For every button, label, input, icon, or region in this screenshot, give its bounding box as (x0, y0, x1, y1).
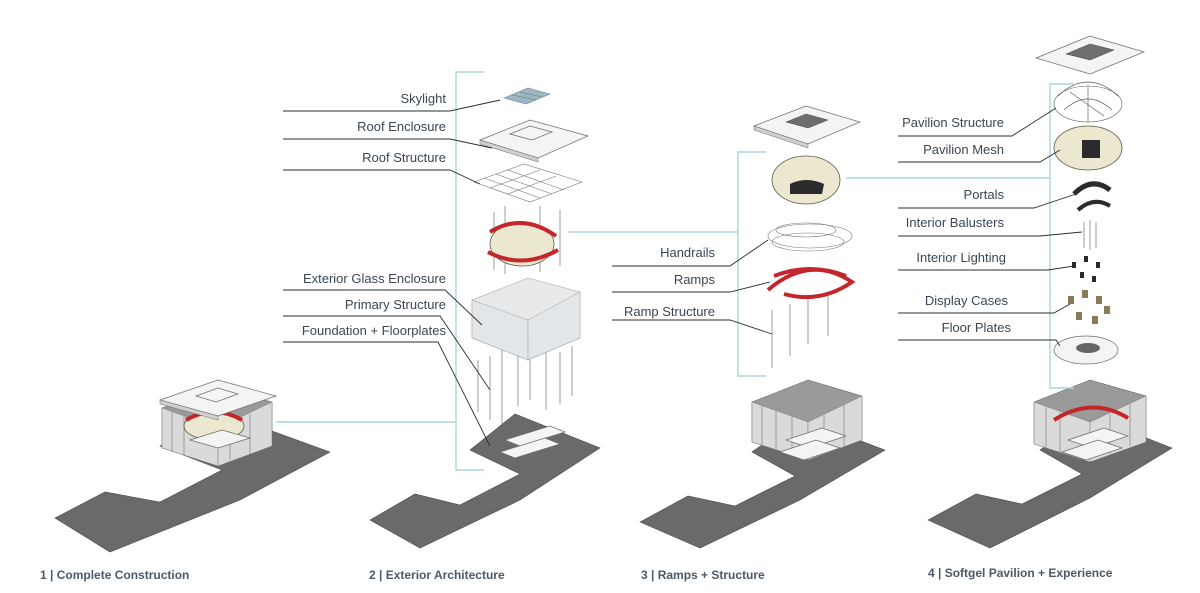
interior-lighting (1072, 256, 1100, 282)
label-exterior-glass-enclosure: Exterior Glass Enclosure (303, 271, 446, 286)
pavilion-structure (1053, 81, 1123, 123)
caption-panel-4: 4 | Softgel Pavilion + Experience (928, 566, 1113, 580)
label-interior-lighting: Interior Lighting (916, 250, 1006, 265)
pavilion-base-box (1033, 379, 1147, 463)
label-pavilion-structure: Pavilion Structure (902, 115, 1004, 130)
label-foundation-floorplates: Foundation + Floorplates (302, 323, 447, 338)
panel-3-bracket (737, 151, 766, 377)
label-pavilion-mesh: Pavilion Mesh (923, 142, 1004, 157)
panel-2-leaders (283, 99, 501, 447)
label-handrails: Handrails (660, 245, 715, 260)
panel-4-bracket (1049, 83, 1074, 389)
top-roof (1034, 35, 1146, 75)
caption-panel-2: 2 | Exterior Architecture (369, 568, 505, 582)
roof-enclosure (478, 119, 590, 163)
ramp-structure (771, 296, 829, 368)
pavilion-assembly (487, 206, 561, 274)
display-cases (1068, 290, 1110, 324)
label-ramp-structure: Ramp Structure (624, 304, 715, 319)
label-roof-structure: Roof Structure (362, 150, 446, 165)
pavilion-mesh (1053, 125, 1123, 171)
exterior-glass-enclosure (471, 277, 581, 361)
skylight (503, 87, 551, 105)
panel-4-softgel-pavilion: Pavilion Structure Pavilion Mesh Portals… (846, 35, 1173, 549)
panel-2-exterior-architecture: Skylight Roof Enclosure Roof Structure E… (280, 71, 601, 549)
label-skylight: Skylight (400, 91, 446, 106)
label-interior-balusters: Interior Balusters (906, 215, 1005, 230)
label-floor-plates: Floor Plates (942, 320, 1012, 335)
panel-4-leaders (898, 107, 1083, 347)
label-roof-enclosure: Roof Enclosure (357, 119, 446, 134)
label-primary-structure: Primary Structure (345, 297, 446, 312)
structure-box (751, 379, 863, 461)
roof-piece (752, 105, 862, 149)
handrails (767, 222, 853, 252)
interior-balusters (1083, 220, 1097, 250)
caption-panel-1: 1 | Complete Construction (40, 568, 189, 582)
panel-3-leaders (612, 239, 773, 335)
floorplate (503, 425, 567, 447)
pavilion-pod (771, 155, 841, 205)
roof-structure (473, 163, 583, 203)
floor-plate (1053, 335, 1119, 365)
caption-panel-3: 3 | Ramps + Structure (641, 568, 765, 582)
panel-1-complete-construction (54, 379, 331, 553)
label-ramps: Ramps (674, 272, 716, 287)
panel-3-ramps-structure: Handrails Ramps Ramp Structure (568, 105, 886, 549)
complete-building (158, 379, 278, 467)
label-display-cases: Display Cases (925, 293, 1009, 308)
label-portals: Portals (964, 187, 1005, 202)
portals (1072, 181, 1112, 212)
ramps (766, 267, 856, 300)
panel-2-bracket (455, 71, 484, 471)
ground-plane (369, 413, 601, 549)
